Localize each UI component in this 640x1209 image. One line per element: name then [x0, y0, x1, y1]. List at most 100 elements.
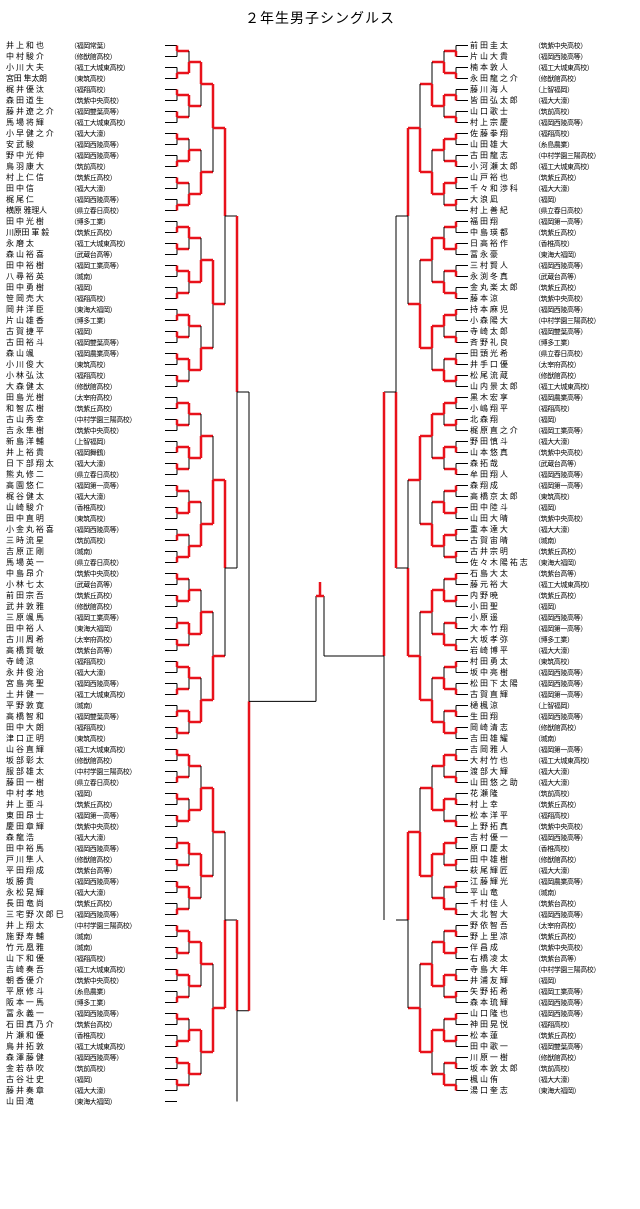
player-entry: 田 中 陸 斗（福岡） — [470, 502, 628, 513]
player-school: （筑紫丘高校） — [70, 405, 117, 413]
player-school: （筑紫丘高校） — [70, 592, 117, 600]
player-entry: 大 北 智 大（福岡西陵高等） — [470, 909, 628, 920]
player-name: 永 渕 冬 真 — [470, 272, 508, 281]
player-name: 寺 島 大 年 — [470, 965, 508, 974]
player-name: 井 上 亜 斗 — [6, 800, 44, 809]
player-entry: 吉 永 隼 樹（筑紫中央高校） — [6, 425, 164, 436]
player-school: （修猷館高校） — [534, 1054, 581, 1062]
player-school: （筑紫中央高校） — [534, 449, 587, 457]
player-entry: 服 部 雄 太（中村学園三陽高校） — [6, 766, 164, 777]
player-entry: 森 田 道 生（筑紫中央高校） — [6, 95, 164, 106]
player-name: 井 上 和 也 — [6, 41, 44, 50]
player-name: 川 原 一 樹 — [470, 1053, 508, 1062]
player-entry: 山 本 悠 真（筑紫中央高校） — [470, 447, 628, 458]
player-entry: 田 中 大 朗（福翔高校） — [6, 722, 164, 733]
player-name: 花 瀬 隆 — [470, 789, 498, 798]
player-name: 永 松 晃 輝 — [6, 888, 44, 897]
player-entry: 冨 永 豪（東海大福岡） — [470, 249, 628, 260]
player-school: （筑紫丘高校） — [534, 548, 581, 556]
player-school: （東海大福岡） — [534, 559, 581, 567]
player-entry: 井 上 翔 太（中村学園三陽高校） — [6, 920, 164, 931]
player-school: （福大大濠） — [70, 669, 110, 677]
player-school: （福大大濠） — [70, 493, 110, 501]
player-school: （修猷館高校） — [70, 603, 117, 611]
player-school: （福岡雙葉高等） — [70, 339, 123, 347]
player-school: （武蔵台高等） — [534, 273, 581, 281]
player-entry: 金 若 恭 吹（筑前高校） — [6, 1063, 164, 1074]
player-school: （福岡西陵高等） — [70, 878, 123, 886]
player-entry: 和 智 広 樹（筑紫丘高校） — [6, 403, 164, 414]
player-name: 松 田 下 太 陽 — [470, 679, 518, 688]
player-school: （筑紫中央高校） — [70, 427, 123, 435]
player-name: 小 原 遥 — [470, 613, 498, 622]
player-school: （東筑高校） — [70, 735, 110, 743]
player-name: 永 井 俊 治 — [6, 668, 44, 677]
player-school: （太宰府高校） — [534, 361, 581, 369]
player-entry: 渡 部 大 輝（福大大濠） — [470, 766, 628, 777]
player-school: （福岡雙葉高等） — [70, 108, 123, 116]
player-school: （博多工業） — [70, 999, 110, 1007]
player-name: 小 林 七 太 — [6, 580, 44, 589]
player-entry: 小 森 陽 大（中村学園三陽高校） — [470, 315, 628, 326]
player-name: 井 上 裕 貴 — [6, 448, 44, 457]
player-entry: 高 園 悠 仁（福岡第一高等） — [6, 480, 164, 491]
player-name: 樋 楓 涼 — [470, 701, 498, 710]
player-entry: 寺 崎 太 郎（福岡雙葉高等） — [470, 326, 628, 337]
player-school: （福工大城東高校） — [70, 64, 130, 72]
player-school: （城南） — [70, 548, 97, 556]
player-school: （福工大城東高校） — [70, 746, 130, 754]
player-name: 寺 崎 涼 — [6, 657, 34, 666]
player-school: （福岡） — [534, 603, 561, 611]
player-entry: 片 瀬 和 優（香椎高校） — [6, 1030, 164, 1041]
player-name: 楓 山 侑 — [470, 1075, 498, 1084]
player-school: （香椎高校） — [70, 504, 110, 512]
player-entry: 江 藤 輝 光（福岡農業高等） — [470, 876, 628, 887]
player-entry: 平 野 敦 寛（城南） — [6, 700, 164, 711]
player-school: （福岡西陵高等） — [534, 911, 587, 919]
player-name: 山 田 雄 大 — [470, 140, 508, 149]
player-entry: 大 坂 孝 弥（博多工業） — [470, 634, 628, 645]
player-entry: 田 中 雄 樹（修猷館高校） — [470, 854, 628, 865]
player-name: 千 々 和 渉 科 — [470, 184, 518, 193]
player-entry: 山 内 景 太 郎（福工大城東高校） — [470, 381, 628, 392]
player-entry: 三 村 賢 人（福岡西陵高等） — [470, 260, 628, 271]
player-name: 梶 谷 健 太 — [6, 492, 44, 501]
player-entry: 松 本 蓮（筑紫丘高校） — [470, 1030, 628, 1041]
player-name: 古 井 宗 明 — [470, 547, 508, 556]
player-name: 片 瀬 和 優 — [6, 1031, 44, 1040]
player-name: 井 手 口 優 — [470, 360, 508, 369]
player-name: 古 谷 壮 史 — [6, 1075, 44, 1084]
player-school: （筑紫丘高校） — [534, 933, 581, 941]
player-school: （福翔高校） — [70, 372, 110, 380]
player-entry: 小 河 瀬 太 郎（福工大城東高校） — [470, 161, 628, 172]
player-entry: 上 野 拓 真（筑紫中央高校） — [470, 821, 628, 832]
player-school: （博多工業） — [534, 339, 574, 347]
player-school: （筑前高校） — [70, 1065, 110, 1073]
player-entry: 大 村 竹 也（福工大城東高校） — [470, 755, 628, 766]
player-entry: 吉 原 正 剛（城南） — [6, 546, 164, 557]
player-entry: 楓 山 侑（福大大濠） — [470, 1074, 628, 1085]
player-entry: 田 中 信（福大大濠） — [6, 183, 164, 194]
player-entry: 藤 川 海 人（上智福岡） — [470, 84, 628, 95]
player-entry: 千 々 和 渉 科（福大大濠） — [470, 183, 628, 194]
player-entry: 大 森 健 太（修猷館高校） — [6, 381, 164, 392]
player-entry: 山 田 大 晴（筑紫中央高校） — [470, 513, 628, 524]
player-school: （福岡） — [70, 1076, 97, 1084]
player-name: 田 中 直 明 — [6, 514, 44, 523]
player-name: 寺 崎 太 郎 — [470, 327, 508, 336]
player-name: 馬 場 英 一 — [6, 558, 44, 567]
player-name: 石 田 真 乃 介 — [6, 1020, 54, 1029]
player-entry: 平 原 修 斗（糸島農業） — [6, 986, 164, 997]
player-school: （福岡農業高等） — [534, 394, 587, 402]
player-name: 森 山 裕 喜 — [6, 250, 44, 259]
player-entry: 山 戸 裕 也（筑紫丘高校） — [470, 172, 628, 183]
player-entry: 慶 田 章 輝（筑紫中央高校） — [6, 821, 164, 832]
player-entry: 持 本 麻 児（福岡西陵高等） — [470, 304, 628, 315]
player-entry: 野 中 光 伸（福岡西陵高等） — [6, 150, 164, 161]
player-entry: 北 森 翔（福岡） — [470, 414, 628, 425]
player-entry: 花 瀬 隆（筑前高校） — [470, 788, 628, 799]
player-school: （福岡農業高等） — [534, 878, 587, 886]
player-entry: 小 原 遥（福岡西陵高等） — [470, 612, 628, 623]
player-school: （城南） — [70, 702, 97, 710]
player-entry: 吉 崎 奏 吾（福工大城東高校） — [6, 964, 164, 975]
